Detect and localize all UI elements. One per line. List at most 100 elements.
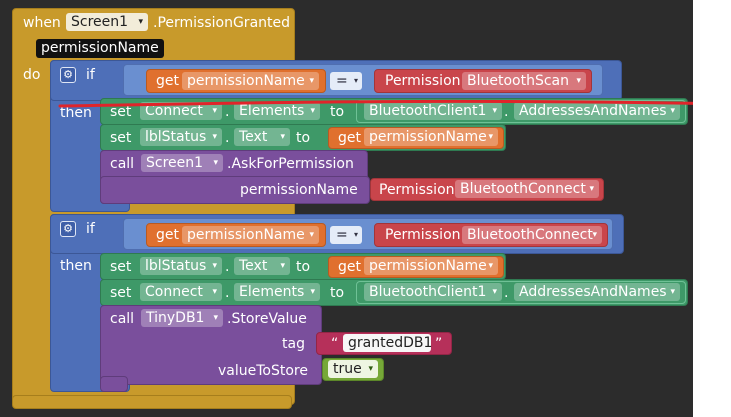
dot-label: . (225, 285, 230, 301)
component-dropdown-lblstatus-2[interactable]: lblStatus▾ (140, 257, 222, 275)
component-dropdown-bluetooth-1-text: BluetoothClient1 (369, 103, 487, 119)
permission-dropdown-2-text: BluetoothConnect (467, 227, 593, 243)
dot-label: . (504, 104, 509, 120)
get-label: get (156, 73, 179, 89)
permission-label: Permission (379, 182, 455, 198)
dot-label: . (225, 130, 230, 146)
getter-bluetooth-block-2[interactable] (356, 281, 686, 304)
set-label: set (110, 104, 132, 120)
get-label: get (338, 259, 361, 275)
do-label: do (23, 67, 41, 83)
property-dropdown-text-1[interactable]: Text▾ (234, 128, 290, 146)
operator-dropdown-2[interactable]: =▾ (330, 226, 362, 244)
chevron-down-icon: ▾ (592, 230, 597, 240)
chevron-down-icon: ▾ (309, 230, 314, 240)
var-dropdown-2b[interactable]: permissionName▾ (364, 257, 498, 275)
chevron-down-icon: ▾ (280, 132, 285, 142)
permission-dropdown-1[interactable]: BluetoothScan▾ (462, 72, 586, 90)
component-dropdown-bluetooth-1[interactable]: BluetoothClient1▾ (364, 102, 502, 120)
set-label: set (110, 259, 132, 275)
right-panel (693, 0, 731, 417)
chevron-down-icon: ▾ (488, 132, 493, 142)
component-dropdown-connect-2[interactable]: Connect▾ (140, 283, 222, 301)
component-dropdown-lblstatus-1-text: lblStatus (145, 129, 207, 145)
component-dropdown-tinydb1[interactable]: TinyDB1▾ (141, 309, 223, 327)
var-dropdown-2[interactable]: permissionName▾ (182, 226, 319, 244)
property-dropdown-text-2[interactable]: Text▾ (234, 257, 290, 275)
component-dropdown-lblstatus-1[interactable]: lblStatus ▾ (140, 128, 222, 146)
component-dropdown-screen1[interactable]: Screen1 ▾ (141, 154, 223, 172)
gear-icon[interactable]: ⚙ (60, 67, 76, 83)
permission-block-2[interactable] (374, 223, 608, 247)
var-dropdown-1b[interactable]: permissionName▾ (364, 128, 498, 146)
component-dropdown-lblstatus-2-text: lblStatus (145, 258, 207, 274)
then-1-label: then (60, 105, 92, 121)
operator-dropdown-2-text: = (336, 227, 348, 243)
chevron-down-icon: ▾ (670, 287, 675, 297)
chevron-down-icon: ▾ (353, 76, 358, 85)
to-label: to (296, 259, 311, 275)
boolean-dropdown[interactable]: true ▾ (328, 360, 378, 378)
permission-dropdown-2[interactable]: BluetoothConnect▾ (462, 226, 602, 244)
property-dropdown-elements-1[interactable]: Elements▾ (234, 102, 320, 120)
boolean-dropdown-text: true (333, 361, 362, 377)
dot-label: . (504, 285, 509, 301)
get-var-block-1b[interactable] (328, 127, 504, 149)
call-store-value-bottom (100, 376, 128, 392)
property-dropdown-addresses-2-text: AddressesAndNames (519, 284, 667, 300)
property-dropdown-addresses-2[interactable]: AddressesAndNames▾ (514, 283, 680, 301)
call-store-value-block[interactable] (100, 305, 322, 385)
param-permission-name[interactable]: permissionName (36, 39, 164, 58)
chevron-down-icon: ▾ (310, 287, 315, 297)
chevron-down-icon: ▾ (670, 106, 675, 116)
chevron-down-icon: ▾ (353, 230, 358, 239)
operator-dropdown-1[interactable]: =▾ (330, 72, 362, 90)
chevron-down-icon: ▾ (368, 364, 373, 374)
component-dropdown-connect-2-text: Connect (145, 284, 203, 300)
dot-label: . (225, 104, 230, 120)
chevron-down-icon: ▾ (589, 184, 594, 194)
permission-block-1[interactable] (374, 69, 592, 93)
call-label: call (110, 156, 135, 172)
chevron-down-icon: ▾ (492, 287, 497, 297)
var-dropdown-1-text: permissionName (187, 73, 305, 89)
permission-label: Permission (385, 227, 461, 243)
gear-icon[interactable]: ⚙ (60, 221, 76, 237)
chevron-down-icon: ▾ (309, 76, 314, 86)
then-2-label: then (60, 258, 92, 274)
get-var-block-1[interactable] (146, 69, 326, 93)
get-label: get (156, 227, 179, 243)
component-dropdown-connect-1[interactable]: Connect▾ (140, 102, 222, 120)
chevron-down-icon: ▾ (213, 158, 218, 168)
chevron-down-icon: ▾ (488, 261, 493, 271)
get-label: get (338, 130, 361, 146)
permission-dropdown-1b-text: BluetoothConnect (460, 181, 586, 197)
arg-label-tag: tag (282, 336, 305, 352)
to-label: to (330, 285, 345, 301)
permission-label: Permission (385, 73, 461, 89)
get-var-block-2[interactable] (146, 223, 326, 247)
tag-text-field[interactable]: grantedDB1 (343, 334, 432, 352)
chevron-down-icon: ▾ (212, 132, 217, 142)
when-label: when (23, 15, 61, 31)
chevron-down-icon: ▾ (576, 76, 581, 86)
permission-dropdown-1b[interactable]: BluetoothConnect▾ (455, 180, 599, 198)
arg-label-value-to-store: valueToStore (218, 363, 308, 379)
set-label: set (110, 285, 132, 301)
property-dropdown-text-2-text: Text (239, 258, 268, 274)
call-ask-permission-arg-row (100, 176, 370, 204)
property-dropdown-addresses-1[interactable]: AddressesAndNames▾ (514, 102, 680, 120)
screen-component-dropdown[interactable]: Screen1▾ (66, 13, 148, 31)
chevron-down-icon: ▾ (212, 106, 217, 116)
component-dropdown-bluetooth-2[interactable]: BluetoothClient1▾ (364, 283, 502, 301)
dot-label: . (225, 259, 230, 275)
permission-block-1b[interactable] (370, 178, 604, 201)
component-dropdown-screen1-text: Screen1 (146, 155, 204, 171)
var-dropdown-1[interactable]: permissionName ▾ (182, 72, 319, 90)
to-label: to (296, 130, 311, 146)
property-dropdown-addresses-1-text: AddressesAndNames (519, 103, 667, 119)
property-dropdown-elements-2[interactable]: Elements▾ (234, 283, 320, 301)
screen-component-text: Screen1 (71, 14, 129, 30)
get-var-block-2b[interactable] (328, 256, 504, 278)
